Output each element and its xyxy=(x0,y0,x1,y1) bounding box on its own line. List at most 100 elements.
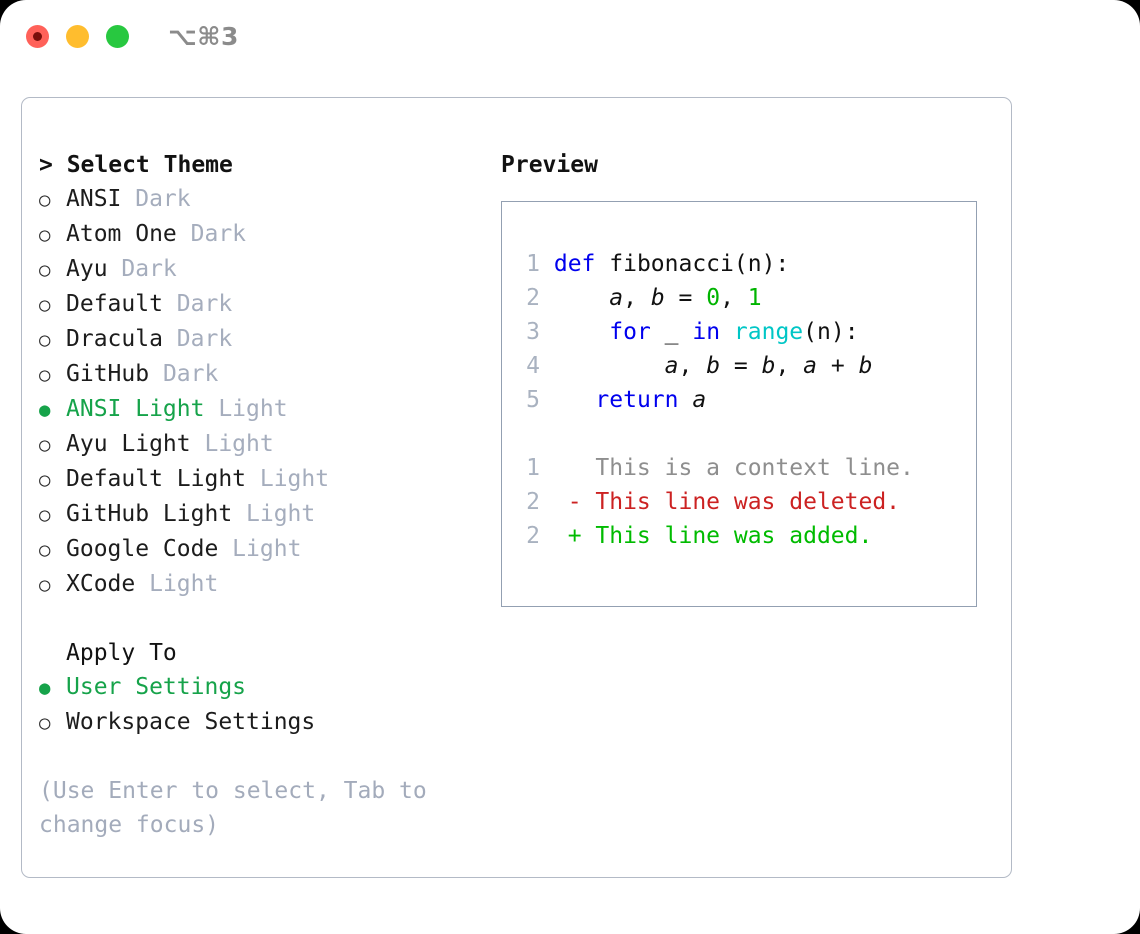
line-number: 2 xyxy=(526,285,540,311)
line-number: 1 xyxy=(526,251,540,277)
code-line: 3 for _ in range(n): xyxy=(514,315,914,349)
code-token: b xyxy=(706,353,721,379)
radio-unselected-icon: ○ xyxy=(39,189,51,211)
radio-unselected-icon: ○ xyxy=(39,504,51,526)
code-token: 1 xyxy=(747,285,762,311)
code-token: , xyxy=(775,353,804,379)
maximize-button[interactable] xyxy=(106,25,129,48)
theme-item-7[interactable]: ○Ayu Light Light xyxy=(39,427,489,462)
code-token: b xyxy=(858,353,873,379)
line-number: 2 xyxy=(526,523,540,549)
diff-line-ctx: This is a context line. xyxy=(540,455,914,481)
theme-item-label: Atom One xyxy=(66,221,177,247)
code-token: in xyxy=(692,319,721,345)
code-token: def xyxy=(553,251,610,277)
apply-to-item-0[interactable]: ●User Settings xyxy=(39,670,489,705)
line-number: 1 xyxy=(526,455,540,481)
theme-item-0[interactable]: ○ ANSI Dark xyxy=(39,182,489,217)
code-token: , xyxy=(623,285,651,311)
code-token: = xyxy=(664,285,707,311)
theme-kind-label: Dark xyxy=(107,256,177,282)
code-token: a xyxy=(803,353,818,379)
code-token: range xyxy=(733,319,804,345)
code-token: a xyxy=(664,353,679,379)
apply-to-list: ●User Settings ○ Workspace Settings xyxy=(39,670,489,740)
radio-unselected-icon: ○ xyxy=(39,294,51,316)
theme-item-4[interactable]: ○Dracula Dark xyxy=(39,322,489,357)
theme-item-9[interactable]: ○GitHub Light Light xyxy=(39,497,489,532)
theme-kind-label: Dark xyxy=(176,221,247,247)
code-token: a xyxy=(609,285,624,311)
code-token xyxy=(679,387,693,413)
theme-item-6[interactable]: ●ANSI Light Light xyxy=(39,392,489,427)
code-gutter-space xyxy=(540,285,554,311)
theme-item-5[interactable]: ○GitHub Dark xyxy=(39,357,489,392)
theme-kind-label: Dark xyxy=(162,291,233,317)
theme-kind-label: Dark xyxy=(121,186,191,212)
theme-kind-label: Light xyxy=(190,431,274,457)
theme-item-1[interactable]: ○Atom One Dark xyxy=(39,217,489,252)
main-panel: > Select Theme ○ANSI Dark○Atom One Dark○… xyxy=(21,97,1012,878)
code-token xyxy=(554,387,596,413)
radio-unselected-icon: ○ xyxy=(39,434,51,456)
code-line: 2 a, b = 0, 1 xyxy=(514,281,914,315)
line-number: 5 xyxy=(526,387,540,413)
section-spacer xyxy=(39,602,489,636)
select-theme-header: > Select Theme xyxy=(39,152,233,178)
theme-item-label: ANSI xyxy=(66,186,122,212)
radio-selected-icon: ● xyxy=(39,677,51,699)
line-number: 2 xyxy=(526,489,540,515)
radio-unselected-icon: ○ xyxy=(39,364,51,386)
radio-unselected-icon: ○ xyxy=(39,712,51,734)
code-line: 4 a, b = b, a + b xyxy=(514,349,914,383)
code-gutter-space xyxy=(540,251,554,277)
code-gutter-space xyxy=(540,387,554,413)
diff-line: 2 - This line was deleted. xyxy=(514,485,914,519)
theme-item-3[interactable]: ○ Default Dark xyxy=(39,287,489,322)
theme-item-label: Default xyxy=(66,291,163,317)
theme-selector-column: > Select Theme ○ANSI Dark○Atom One Dark○… xyxy=(39,148,489,842)
theme-kind-label: Light xyxy=(232,501,316,527)
close-button[interactable] xyxy=(26,25,49,48)
code-token xyxy=(554,285,609,311)
radio-unselected-icon: ○ xyxy=(39,469,51,491)
line-number: 3 xyxy=(526,319,540,345)
code-token: b xyxy=(761,353,776,379)
theme-item-11[interactable]: ○XCode Light xyxy=(39,567,489,602)
theme-kind-label: Light xyxy=(204,396,288,422)
theme-item-label: Dracula xyxy=(66,326,163,352)
theme-item-8[interactable]: ○Default Light Light xyxy=(39,462,489,497)
preview-title: Preview xyxy=(501,152,598,178)
radio-unselected-icon: ○ xyxy=(39,329,51,351)
theme-kind-label: Light xyxy=(135,571,219,597)
line-number: 4 xyxy=(526,353,540,379)
code-token xyxy=(554,353,665,379)
code-gutter-space xyxy=(540,353,554,379)
apply-to-item-label: Workspace Settings xyxy=(66,709,316,735)
code-token xyxy=(554,319,609,345)
title-bar: ⌥⌘3 xyxy=(0,0,1140,78)
theme-item-label: Ayu xyxy=(66,256,108,282)
theme-kind-label: Light xyxy=(218,536,302,562)
diff-line-del: - This line was deleted. xyxy=(540,489,901,515)
keyboard-shortcut-label: ⌥⌘3 xyxy=(168,22,239,51)
code-token: a xyxy=(692,387,707,413)
theme-kind-label: Light xyxy=(246,466,330,492)
minimize-button[interactable] xyxy=(66,25,89,48)
theme-kind-label: Dark xyxy=(149,361,219,387)
apply-to-item-1[interactable]: ○ Workspace Settings xyxy=(39,705,489,740)
diff-line: 1 This is a context line. xyxy=(514,451,914,485)
code-token xyxy=(720,319,734,345)
code-blank-line xyxy=(514,417,914,451)
code-token: 0 xyxy=(706,285,721,311)
theme-item-10[interactable]: ○Google Code Light xyxy=(39,532,489,567)
apply-to-header: Apply To xyxy=(66,640,177,666)
preview-column: Preview 1 def fibonacci(n): 2 a, b = 0, 1… xyxy=(501,148,991,607)
code-token: fibonacci(n): xyxy=(609,251,790,277)
code-token: , xyxy=(678,353,707,379)
theme-item-2[interactable]: ○Ayu Dark xyxy=(39,252,489,287)
theme-list: ○ANSI Dark○Atom One Dark○Ayu Dark○Defaul… xyxy=(39,182,489,602)
keyboard-hint-text: (Use Enter to select, Tab to change focu… xyxy=(39,778,427,838)
